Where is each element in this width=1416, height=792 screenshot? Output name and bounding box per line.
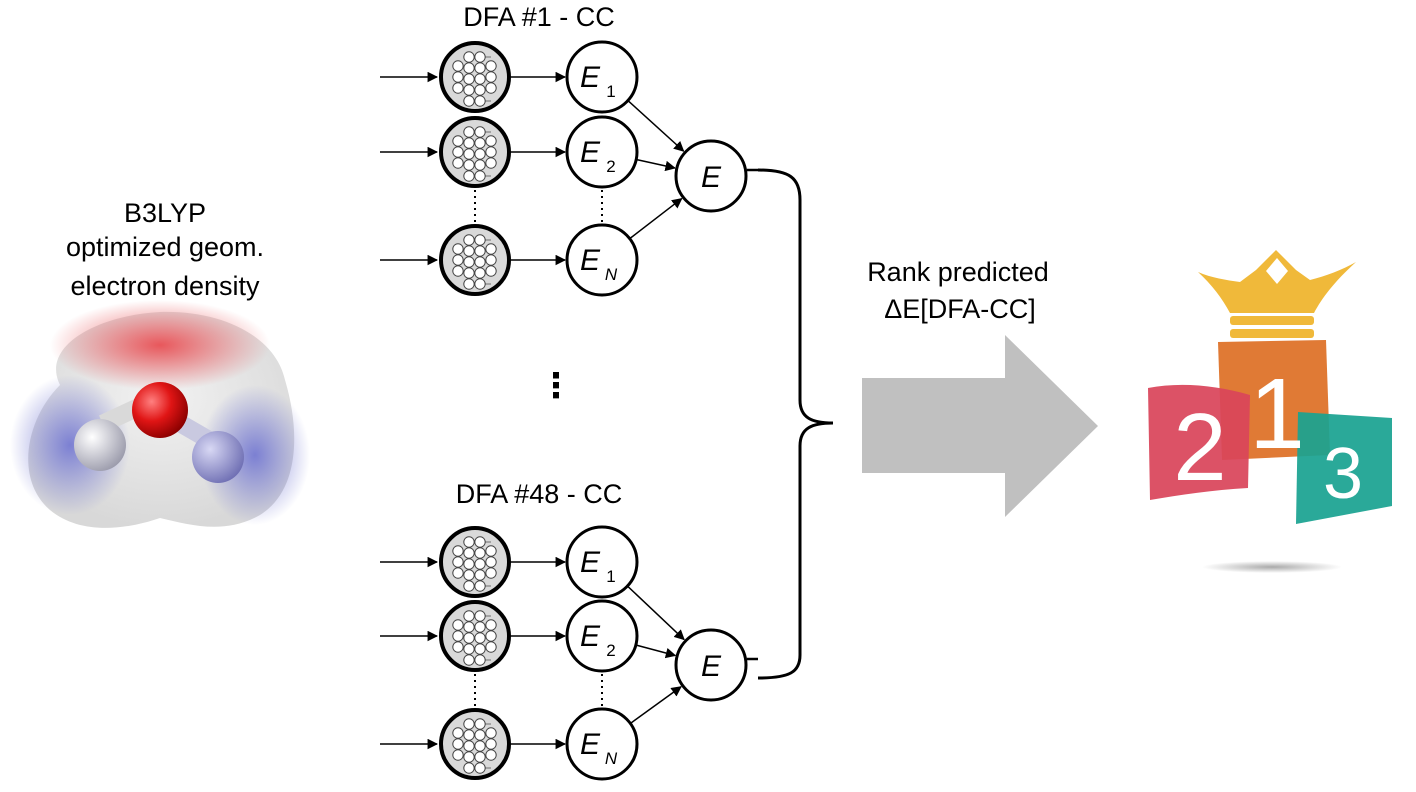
dfa48-energy-subscript: N [605,749,618,768]
merge-brace [757,168,834,680]
dfa1-neural-net-icon [439,41,511,113]
input-label-line-3: electron density [70,271,260,301]
dfa48-energy-symbol: E [580,728,601,761]
dfa1-sum-arrow [627,99,685,152]
input-label-line-1: B3LYP [124,198,206,228]
rank-label-line-1: Rank predicted [867,257,1049,287]
rank-label-line-2: ΔE[DFA-CC] [884,294,1036,324]
dfa48-total-energy-symbol: E [701,650,722,683]
dfa48-neural-net-icon [439,526,511,598]
dfa48-energy-subscript: 1 [606,567,615,586]
dfa1-total-energy-node: E [674,139,748,213]
dfa48-sum-arrow [626,585,685,641]
dfa48-total-energy-node: E [674,628,748,702]
dfa48-energy-symbol: E [580,620,601,653]
dfa1-neural-net-icon [439,116,511,188]
dfa48-sum-arrow [629,686,682,725]
podium-second-number: 2 [1173,394,1226,501]
dfa48-neural-net-icon [439,708,511,780]
podium-first-number: 1 [1249,358,1305,470]
dfa1-energy-subscript: 1 [606,82,615,101]
dfa1-group-title: DFA #1 - CC [463,2,615,32]
input-label-line-2: optimized geom. [66,232,264,262]
dfa1-energy-symbol: E [580,136,601,169]
rank-arrow [862,335,1098,517]
dfa1-sum-arrow [636,158,676,172]
dfa48-energy-symbol: E [580,546,601,579]
dfa1-energy-symbol: E [580,61,601,94]
middle-ellipsis: ⋮ [539,367,573,405]
dfa48-energy-subscript: 2 [606,641,615,660]
dfa1-energy-subscript: N [605,265,618,284]
ranking-podium-icon: 1 2 3 [1148,250,1392,573]
dfa1-neural-net-icon [439,224,511,296]
dfa1-energy-subscript: 2 [606,157,615,176]
dfa1-total-energy-symbol: E [701,161,722,194]
dfa48-neural-net-icon [439,600,511,672]
water-molecule-icon [10,300,310,528]
dfa1-energy-symbol: E [580,244,601,277]
dfa1-sum-arrow [629,197,683,240]
dfa48-group-title: DFA #48 - CC [456,479,623,509]
podium-third-number: 3 [1323,434,1363,514]
dfa48-sum-arrow [635,644,677,659]
